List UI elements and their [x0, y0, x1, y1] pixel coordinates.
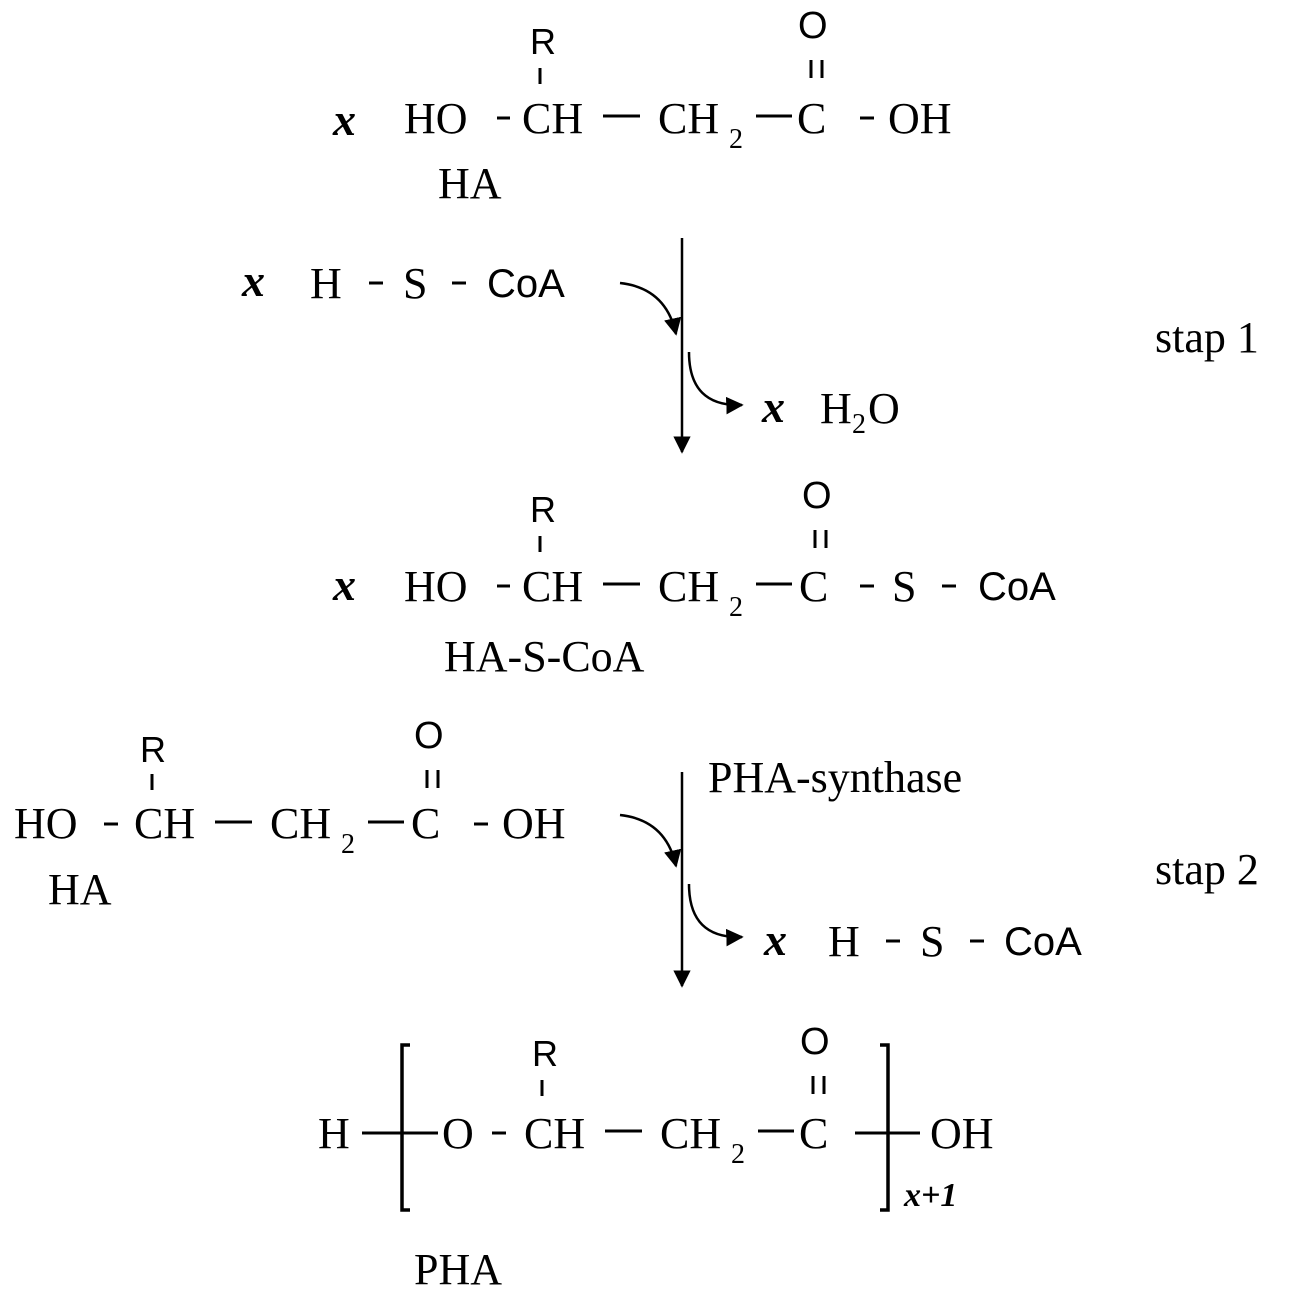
atom-h: H	[820, 384, 852, 433]
molecule-ha-s-coa: x HO R CH CH 2 O C S CoA HA-S-CoA	[332, 475, 1056, 681]
atom-oh: OH	[888, 94, 952, 143]
atom-ch2: CH	[660, 1109, 721, 1158]
atom-s: S	[403, 259, 427, 308]
atom-c: C	[799, 1109, 828, 1158]
atom-oh: OH	[502, 799, 566, 848]
atom-h: H	[310, 259, 342, 308]
coefficient-x: x	[763, 914, 787, 965]
atom-o: O	[800, 1021, 830, 1063]
left-bracket	[400, 1043, 410, 1212]
coefficient-x: x	[332, 94, 356, 145]
step1-label: stap 1	[1155, 313, 1259, 362]
subscript-2: 2	[729, 592, 743, 623]
subscript-2: 2	[731, 1139, 745, 1170]
atom-s: S	[920, 917, 944, 966]
atom-ch: CH	[522, 94, 583, 143]
atom-o: O	[868, 384, 900, 433]
step2-arrows	[619, 772, 744, 988]
repeat-count: x+1	[903, 1177, 957, 1214]
step1-product-water: x H 2 O	[761, 381, 900, 440]
curved-arrow-out	[687, 883, 744, 947]
molecule-ha-step2: HO R CH CH 2 O C OH HA	[14, 715, 566, 914]
curved-arrow-in	[619, 281, 682, 336]
coefficient-x: x	[241, 255, 265, 306]
atom-c: C	[411, 799, 440, 848]
name-ha-s-coa: HA-S-CoA	[444, 632, 645, 681]
subscript-2: 2	[852, 409, 866, 440]
atom-h: H	[318, 1109, 350, 1158]
atom-c: C	[799, 562, 828, 611]
molecule-pha: H O R CH CH 2 O C OH x+1 PHA	[318, 1021, 994, 1294]
step1-arrows	[619, 238, 744, 454]
atom-r: R	[530, 489, 556, 530]
atom-o: O	[798, 5, 828, 47]
atom-ho: HO	[404, 562, 468, 611]
atom-o: O	[414, 715, 444, 757]
curved-arrow-in	[619, 813, 682, 868]
atom-ch2: CH	[658, 94, 719, 143]
atom-ch: CH	[134, 799, 195, 848]
right-bracket	[880, 1043, 890, 1212]
group-coa: CoA	[487, 262, 565, 306]
step2-label: stap 2	[1155, 845, 1259, 894]
atom-ch2: CH	[658, 562, 719, 611]
coefficient-x: x	[761, 381, 785, 432]
atom-o: O	[802, 475, 832, 517]
atom-r: R	[532, 1033, 558, 1074]
step1-reagent-hscoa: x H S CoA	[241, 255, 565, 308]
atom-r: R	[530, 21, 556, 62]
name-ha: HA	[48, 865, 112, 914]
group-coa: CoA	[1004, 920, 1082, 964]
subscript-2: 2	[341, 829, 355, 860]
atom-o: O	[442, 1109, 474, 1158]
atom-ho: HO	[404, 94, 468, 143]
atom-ch: CH	[522, 562, 583, 611]
curved-arrow-out	[687, 351, 744, 415]
atom-ch: CH	[524, 1109, 585, 1158]
enzyme-label: PHA-synthase	[708, 753, 962, 802]
coefficient-x: x	[332, 559, 356, 610]
atom-oh: OH	[930, 1109, 994, 1158]
name-ha: HA	[438, 159, 502, 208]
atom-h: H	[828, 917, 860, 966]
atom-r: R	[140, 729, 166, 770]
molecule-ha-top: x HO R CH CH 2 O C OH HA	[332, 5, 952, 208]
atom-c: C	[797, 94, 826, 143]
subscript-2: 2	[729, 124, 743, 155]
group-coa: CoA	[978, 565, 1056, 609]
name-pha: PHA	[414, 1245, 502, 1294]
atom-ho: HO	[14, 799, 78, 848]
atom-ch2: CH	[270, 799, 331, 848]
atom-s: S	[892, 562, 916, 611]
step2-product-hscoa: x H S CoA	[763, 914, 1082, 966]
